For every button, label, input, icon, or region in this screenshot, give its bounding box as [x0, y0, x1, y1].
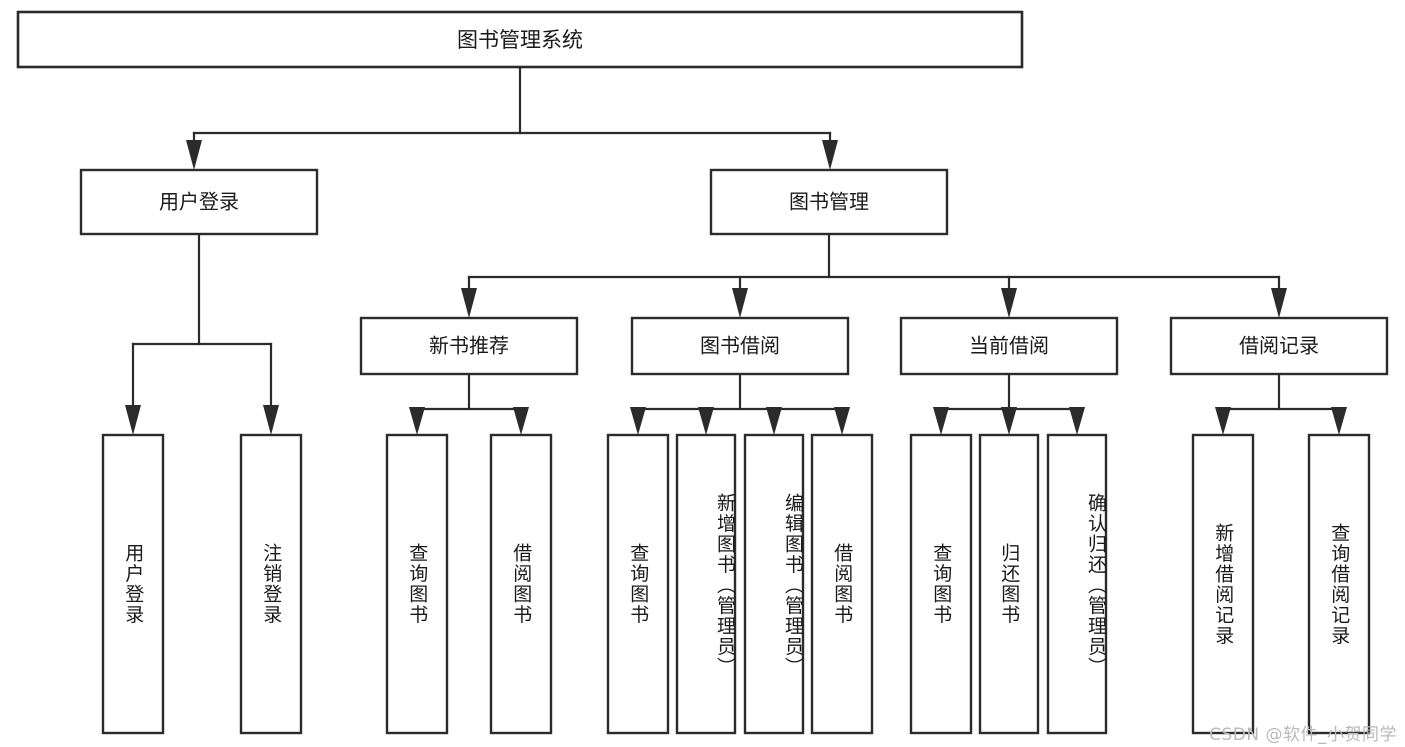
leaf-label-book-borrow-3: 编辑图书（管理员） [782, 492, 804, 678]
leaf-box-book-borrow-1[interactable] [606, 433, 670, 735]
arrow-head-leaf-book-borrow-1 [630, 407, 646, 435]
leaf-label-new-book-2: 借阅图书 [510, 543, 533, 625]
arrow-head-leaf-borrow-record-2 [1331, 407, 1347, 435]
connector-group-new-book [409, 372, 529, 435]
leaf-box-user-login-1[interactable] [101, 433, 165, 735]
leaf-box-book-borrow-3[interactable] [743, 433, 805, 735]
arrow-head-leaf-user-login-1 [125, 405, 141, 435]
node-new-book-recommend-box[interactable] [359, 316, 579, 376]
node-book-borrow-label: 图书借阅 [700, 334, 780, 358]
arrow-head-book-borrow [732, 288, 748, 318]
connector-group-book-mgmt [461, 232, 1287, 318]
leaf-label-borrow-record-2: 查询借阅记录 [1328, 522, 1351, 646]
leaf-box-user-login-2[interactable] [239, 433, 303, 735]
arrow-head-leaf-book-borrow-4 [834, 407, 850, 435]
leaf-label-current-borrow-1: 查询图书 [930, 543, 953, 625]
node-book-management-box[interactable] [709, 168, 949, 236]
leaf-label-current-borrow-2: 归还图书 [998, 543, 1021, 625]
node-root-system-label: 图书管理系统 [457, 28, 583, 52]
leaf-box-current-borrow-3[interactable] [1046, 433, 1108, 735]
node-root-system-box[interactable] [16, 10, 1024, 69]
leaf-box-new-book-1[interactable] [385, 433, 449, 735]
node-book-borrow-box[interactable] [630, 316, 850, 376]
arrow-head-user-login [186, 140, 202, 170]
leaf-box-new-book-2[interactable] [489, 433, 553, 735]
leaf-label-borrow-record-1: 新增借阅记录 [1212, 522, 1235, 646]
arrow-head-leaf-book-borrow-2 [698, 407, 714, 435]
arrow-head-new-book [461, 288, 477, 318]
arrow-head-leaf-user-login-2 [263, 405, 279, 435]
node-current-borrow-label: 当前借阅 [969, 334, 1049, 358]
node-borrow-record[interactable]: 借阅记录 [1169, 316, 1389, 376]
node-new-book-recommend-label: 新书推荐 [429, 334, 509, 358]
csdn-watermark: CSDN @软件_小贺同学 [1209, 725, 1397, 745]
leaf-label-book-borrow-4: 借阅图书 [831, 543, 854, 625]
node-current-borrow-box[interactable] [899, 316, 1119, 376]
arrow-head-leaf-borrow-record-1 [1215, 407, 1231, 435]
arrow-head-leaf-new-book-1 [409, 407, 425, 435]
leaf-box-current-borrow-2[interactable] [978, 433, 1040, 735]
arrow-head-leaf-current-borrow-3 [1069, 407, 1085, 435]
node-borrow-record-label: 借阅记录 [1239, 334, 1319, 358]
leaf-label-book-borrow-2: 新增图书（管理员） [714, 492, 736, 678]
leaf-label-current-borrow-3: 确认归还（管理员） [1085, 492, 1107, 678]
leaf-box-borrow-record-1[interactable] [1191, 433, 1255, 735]
node-new-book-recommend[interactable]: 新书推荐 [359, 316, 579, 376]
leaf-box-book-borrow-2[interactable] [675, 433, 737, 735]
node-book-management-label: 图书管理 [789, 190, 869, 214]
leaf-box-book-borrow-4[interactable] [810, 433, 874, 735]
connector-group-user-login [125, 232, 279, 435]
node-user-login-label: 用户登录 [159, 190, 239, 214]
node-root-system[interactable]: 图书管理系统 [16, 10, 1024, 69]
arrow-head-borrow-record [1271, 288, 1287, 318]
arrow-head-leaf-current-borrow-2 [1001, 407, 1017, 435]
leaf-label-user-login-2: 注销登录 [260, 543, 283, 625]
arrow-head-current-borrow [1001, 288, 1017, 318]
leaf-box-borrow-record-2[interactable] [1307, 433, 1371, 735]
node-user-login[interactable]: 用户登录 [79, 168, 319, 236]
node-book-borrow[interactable]: 图书借阅 [630, 316, 850, 376]
connector-group-book-borrow [630, 372, 850, 435]
leaf-label-book-borrow-1: 查询图书 [627, 543, 650, 625]
arrow-head-book-mgmt [822, 140, 838, 170]
connector-group-root [186, 65, 838, 170]
arrow-head-leaf-current-borrow-1 [933, 407, 949, 435]
connector-group-borrow-record [1215, 372, 1347, 435]
node-book-management[interactable]: 图书管理 [709, 168, 949, 236]
node-user-login-box[interactable] [79, 168, 319, 236]
connector-group-current-borrow [933, 372, 1085, 435]
arrow-head-leaf-book-borrow-3 [766, 407, 782, 435]
leaf-label-user-login-1: 用户登录 [122, 543, 145, 625]
node-current-borrow[interactable]: 当前借阅 [899, 316, 1119, 376]
leaf-label-new-book-1: 查询图书 [406, 543, 429, 625]
node-borrow-record-box[interactable] [1169, 316, 1389, 376]
arrow-head-leaf-new-book-2 [513, 407, 529, 435]
leaf-box-current-borrow-1[interactable] [909, 433, 973, 735]
